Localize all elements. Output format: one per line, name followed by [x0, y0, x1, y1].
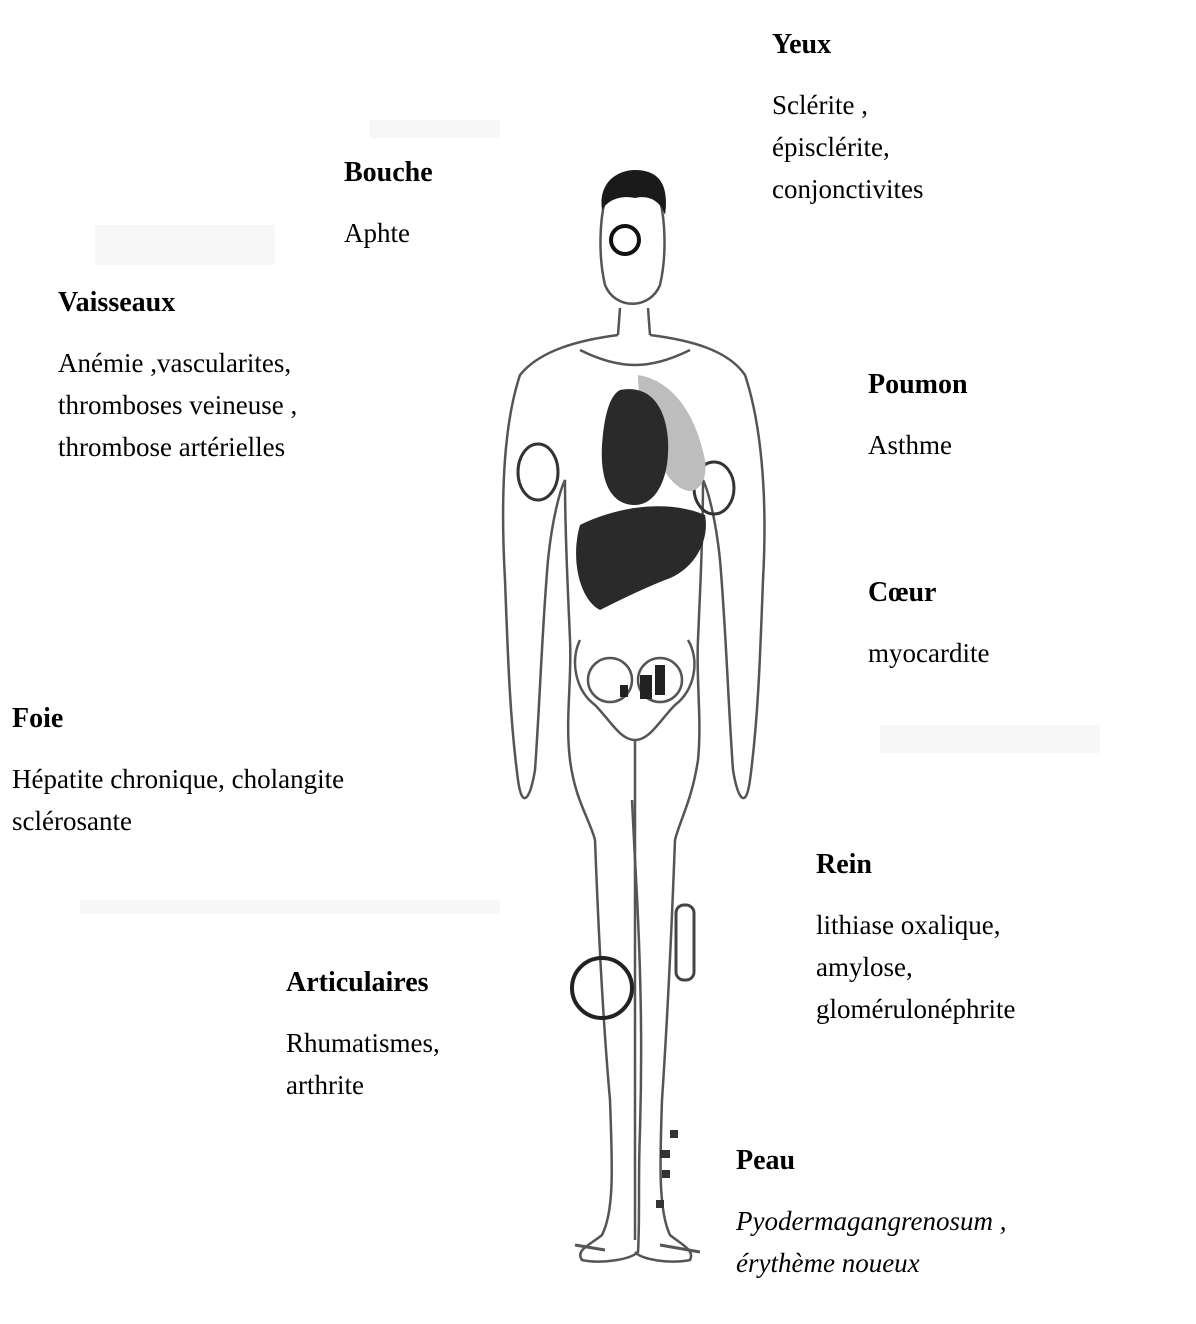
label-title: Articulaires: [286, 966, 440, 1000]
label-bouche: Bouche Aphte: [344, 156, 433, 254]
label-text: lithiase oxalique, amylose, glomérulonép…: [816, 904, 1015, 1030]
eye-marker: [611, 226, 639, 254]
label-text: Anémie ,vascularites, thromboses veineus…: [58, 342, 297, 468]
label-title: Bouche: [344, 156, 433, 190]
label-title: Peau: [736, 1144, 1006, 1178]
label-poumon: Poumon Asthme: [868, 368, 968, 466]
label-title: Yeux: [772, 28, 923, 62]
label-text: Hépatite chronique, cholangite sclérosan…: [12, 758, 344, 842]
label-title: Foie: [12, 702, 344, 736]
label-text: Pyodermagangrenosum , érythème noueux: [736, 1200, 1006, 1284]
label-peau: Peau Pyodermagangrenosum , érythème noue…: [736, 1144, 1006, 1284]
label-text: Asthme: [868, 424, 968, 466]
intestine-marks: [620, 665, 665, 699]
label-text: Aphte: [344, 212, 433, 254]
label-text: myocardite: [868, 632, 989, 674]
label-foie: Foie Hépatite chronique, cholangite sclé…: [12, 702, 344, 842]
label-text: Rhumatismes, arthrite: [286, 1022, 440, 1106]
label-title: Poumon: [868, 368, 968, 402]
label-articulaires: Articulaires Rhumatismes, arthrite: [286, 966, 440, 1106]
label-rein: Rein lithiase oxalique, amylose, gloméru…: [816, 848, 1015, 1030]
label-text: Sclérite , épisclérite, conjonctivites: [772, 84, 923, 210]
scan-artifact: [95, 225, 275, 265]
label-yeux: Yeux Sclérite , épisclérite, conjonctivi…: [772, 28, 923, 210]
label-title: Vaisseaux: [58, 286, 297, 320]
human-body-figure: [470, 160, 790, 1280]
scan-artifact: [880, 725, 1100, 753]
skin-spots: [656, 1130, 678, 1208]
arm-marker-left: [518, 444, 558, 500]
scan-artifact: [370, 120, 500, 138]
label-coeur: Cœur myocardite: [868, 576, 989, 674]
kidney-marker: [676, 905, 694, 980]
heart-shape: [602, 389, 668, 505]
label-vaisseaux: Vaisseaux Anémie ,vascularites, thrombos…: [58, 286, 297, 468]
label-title: Cœur: [868, 576, 989, 610]
scan-artifact: [80, 900, 500, 914]
human-body-anatomy-icon: [470, 160, 790, 1280]
neck-outline: [618, 308, 650, 335]
pelvis-outline: [575, 640, 694, 740]
liver-shape: [576, 506, 706, 610]
collar-lines: [580, 350, 690, 365]
label-title: Rein: [816, 848, 1015, 882]
hair: [602, 170, 666, 215]
